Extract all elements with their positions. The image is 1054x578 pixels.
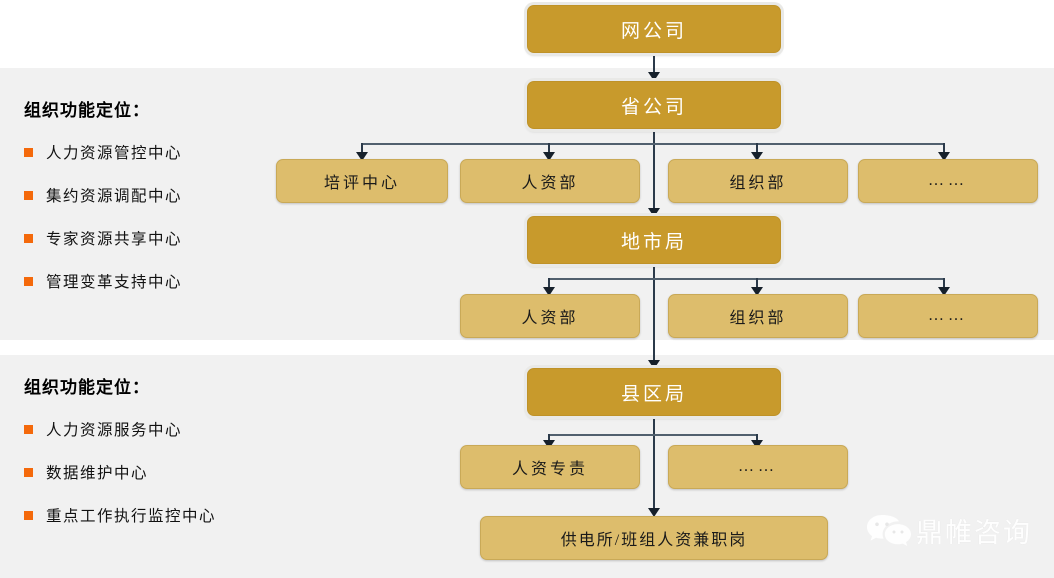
legend-lower-label-1: 人力资源服务中心 bbox=[46, 422, 183, 439]
arrow-city-to-county bbox=[648, 360, 660, 369]
watermark: 鼎帷咨询 bbox=[866, 511, 1032, 550]
legend-lower-title: 组织功能定位： bbox=[24, 378, 150, 397]
arrow-county-to-grassroots bbox=[648, 508, 660, 517]
connector-province-bus bbox=[362, 143, 945, 145]
connector-province-leg-4 bbox=[943, 143, 945, 156]
connector-city-leg-1 bbox=[548, 278, 550, 291]
legend-upper-item-2: 集约资源调配中心 bbox=[24, 184, 182, 206]
connector-city-stem bbox=[653, 263, 655, 371]
connector-city-leg-3 bbox=[943, 278, 945, 291]
wechat-icon bbox=[866, 513, 912, 549]
legend-upper-item-3: 专家资源共享中心 bbox=[24, 227, 182, 249]
legend-lower: 组织功能定位： 人力资源服务中心 数据维护中心 重点工作执行监控中心 bbox=[24, 373, 216, 547]
connector-province-leg-3 bbox=[756, 143, 758, 156]
arrow-county-dept-2 bbox=[751, 440, 763, 449]
connector-province-leg-1 bbox=[361, 143, 363, 156]
node-province-dept-zuzhi[interactable]: 组织部 bbox=[668, 159, 848, 203]
connector-city-leg-2 bbox=[756, 278, 758, 291]
legend-lower-label-3: 重点工作执行监控中心 bbox=[46, 508, 217, 525]
legend-upper-label-2: 集约资源调配中心 bbox=[46, 188, 183, 205]
arrow-province-dept-3 bbox=[751, 152, 763, 161]
connector-county-stem bbox=[653, 414, 655, 513]
arrow-net-to-province bbox=[648, 72, 660, 81]
legend-upper-label-4: 管理变革支持中心 bbox=[46, 274, 183, 291]
bullet-square-icon bbox=[24, 276, 33, 286]
arrow-city-dept-3 bbox=[938, 287, 950, 296]
arrow-province-to-city bbox=[648, 208, 660, 217]
arrow-province-dept-1 bbox=[356, 152, 368, 161]
bullet-square-icon bbox=[24, 147, 33, 157]
arrow-county-dept-1 bbox=[543, 440, 555, 449]
arrow-province-dept-2 bbox=[543, 152, 555, 161]
connector-city-bus bbox=[548, 278, 944, 280]
node-province-company[interactable]: 省公司 bbox=[527, 81, 781, 129]
bullet-square-icon bbox=[24, 190, 33, 200]
node-city-dept-more[interactable]: …… bbox=[858, 294, 1038, 338]
legend-lower-label-2: 数据维护中心 bbox=[46, 465, 149, 482]
legend-upper: 组织功能定位： 人力资源管控中心 集约资源调配中心 专家资源共享中心 管理变革支… bbox=[24, 96, 182, 313]
connector-county-leg-1 bbox=[548, 434, 550, 443]
connector-county-leg-2 bbox=[756, 434, 758, 443]
bullet-square-icon bbox=[24, 233, 33, 243]
node-city-dept-renzi[interactable]: 人资部 bbox=[460, 294, 640, 338]
connector-net-to-province bbox=[653, 52, 655, 76]
node-province-dept-renzi[interactable]: 人资部 bbox=[460, 159, 640, 203]
legend-upper-label-3: 专家资源共享中心 bbox=[46, 231, 183, 248]
connector-province-stem bbox=[653, 128, 655, 213]
connector-county-bus bbox=[548, 434, 757, 436]
arrow-city-dept-2 bbox=[751, 287, 763, 296]
node-county-dept-renzi-zhuanze[interactable]: 人资专责 bbox=[460, 445, 640, 489]
node-net-company[interactable]: 网公司 bbox=[527, 5, 781, 53]
node-grassroots-post[interactable]: 供电所/班组人资兼职岗 bbox=[480, 516, 828, 560]
node-province-dept-more[interactable]: …… bbox=[858, 159, 1038, 203]
legend-upper-item-4: 管理变革支持中心 bbox=[24, 270, 182, 292]
legend-lower-item-3: 重点工作执行监控中心 bbox=[24, 504, 216, 526]
bullet-square-icon bbox=[24, 467, 33, 477]
arrow-province-dept-4 bbox=[938, 152, 950, 161]
connector-province-leg-2 bbox=[548, 143, 550, 156]
node-county-dept-more[interactable]: …… bbox=[668, 445, 848, 489]
node-city-dept-zuzhi[interactable]: 组织部 bbox=[668, 294, 848, 338]
legend-lower-item-1: 人力资源服务中心 bbox=[24, 418, 216, 440]
node-city-bureau[interactable]: 地市局 bbox=[527, 216, 781, 264]
bullet-square-icon bbox=[24, 424, 33, 434]
arrow-city-dept-1 bbox=[543, 287, 555, 296]
bullet-square-icon bbox=[24, 510, 33, 520]
node-province-dept-peiping[interactable]: 培评中心 bbox=[276, 159, 448, 203]
legend-upper-item-1: 人力资源管控中心 bbox=[24, 141, 182, 163]
node-county-bureau[interactable]: 县区局 bbox=[527, 368, 781, 416]
legend-upper-label-1: 人力资源管控中心 bbox=[46, 145, 183, 162]
watermark-text: 鼎帷咨询 bbox=[916, 518, 1032, 548]
legend-lower-item-2: 数据维护中心 bbox=[24, 461, 216, 483]
legend-upper-title: 组织功能定位： bbox=[24, 101, 150, 120]
